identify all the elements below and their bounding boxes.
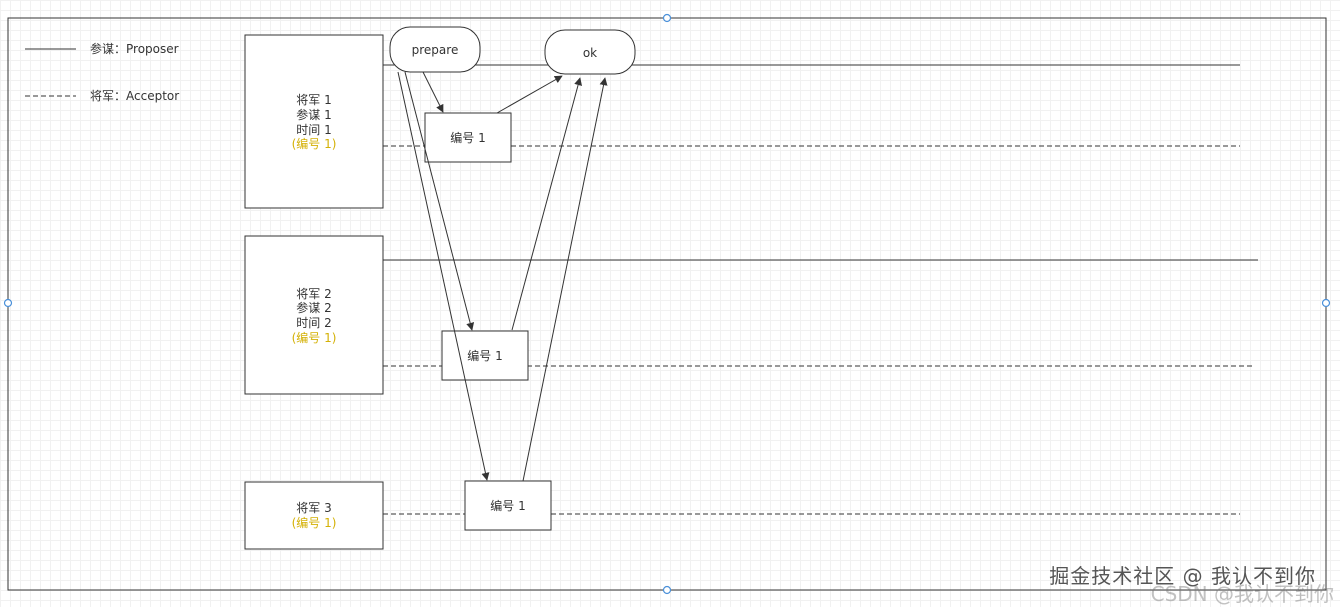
diagram-frame	[7, 17, 1327, 591]
general-2-node[interactable]: 将军 2 参谋 2 时间 2 (编号 1)	[244, 235, 384, 395]
number-box-3[interactable]: 编号 1	[464, 480, 552, 531]
number-box-1-label: 编号 1	[450, 130, 485, 145]
general-1-title: 将军 1	[296, 93, 331, 107]
number-box-3-label: 编号 1	[490, 498, 525, 513]
general-1-time: 时间 1	[296, 123, 331, 137]
number-box-1[interactable]: 编号 1	[424, 112, 512, 163]
ok-node[interactable]: ok	[544, 29, 636, 75]
number-box-2[interactable]: 编号 1	[441, 330, 529, 381]
number-box-2-label: 编号 1	[467, 348, 502, 363]
general-2-time: 时间 2	[296, 316, 331, 330]
general-2-staff: 参谋 2	[296, 300, 331, 315]
prepare-node[interactable]: prepare	[389, 26, 481, 73]
arrow-box3-to-ok	[522, 77, 608, 482]
legend-acceptor-label: 将军：Acceptor	[90, 89, 179, 103]
arrow-box1-to-ok	[496, 75, 563, 114]
prepare-label: prepare	[412, 43, 459, 57]
resize-handle-bottom[interactable]	[662, 585, 672, 595]
general-1-number: (编号 1)	[292, 136, 337, 151]
general-2-title: 将军 2	[296, 287, 331, 301]
resize-handle-left[interactable]	[3, 298, 13, 308]
resize-handle-top[interactable]	[662, 13, 672, 23]
arrow-prepare-to-box3	[397, 71, 490, 481]
general-3-title: 将军 3	[296, 501, 331, 515]
general-3-node[interactable]: 将军 3 (编号 1)	[244, 481, 384, 550]
general-1-node[interactable]: 将军 1 参谋 1 时间 1 (编号 1)	[244, 34, 384, 209]
arrow-prepare-to-box1	[422, 71, 444, 113]
juejin-watermark: 掘金技术社区 @ 我认不到你	[1049, 564, 1316, 588]
arrow-prepare-to-box2	[404, 71, 475, 331]
general-2-number: (编号 1)	[292, 330, 337, 345]
legend-proposer-label: 参谋：Proposer	[90, 41, 179, 56]
ok-label: ok	[583, 46, 597, 60]
arrow-box2-to-ok	[511, 77, 582, 331]
general-3-number: (编号 1)	[292, 515, 337, 530]
general-1-staff: 参谋 1	[296, 107, 331, 122]
resize-handle-right[interactable]	[1321, 298, 1331, 308]
